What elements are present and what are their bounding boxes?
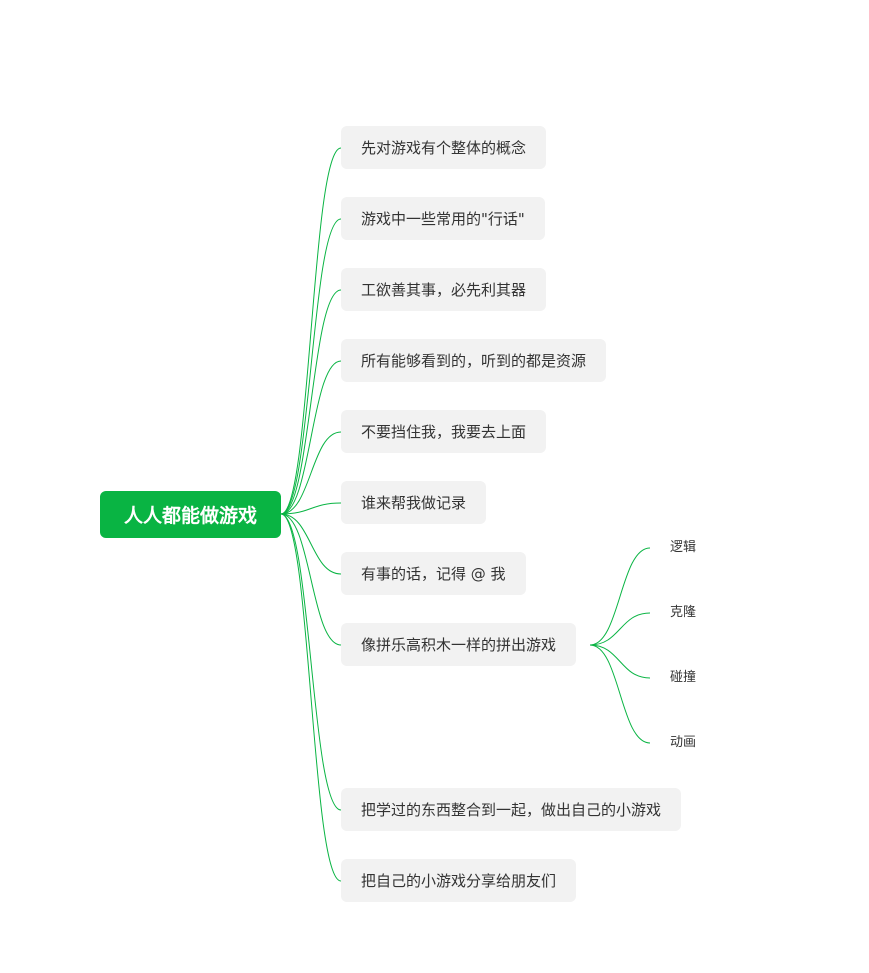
connector-branch-2 xyxy=(280,289,342,515)
connector-leaf-3 xyxy=(589,644,651,744)
branch-topic-variables[interactable]: 谁来帮我做记录 xyxy=(341,481,487,524)
connector-branch-8 xyxy=(280,513,342,811)
connector-branch-6 xyxy=(280,513,342,575)
branch-topic-build-game[interactable]: 把学过的东西整合到一起，做出自己的小游戏 xyxy=(341,788,682,831)
connector-branch-9 xyxy=(280,513,342,882)
leaf-topic-clone[interactable]: 克隆 xyxy=(670,605,697,620)
connector-branch-1 xyxy=(280,218,342,515)
connector-leaf-0 xyxy=(589,547,651,646)
connector-branch-0 xyxy=(280,147,342,515)
branch-topic-messages[interactable]: 有事的话，记得 @ 我 xyxy=(341,552,526,595)
connector-branch-3 xyxy=(280,360,342,515)
connector-branch-5 xyxy=(280,502,342,515)
leaf-topic-animation[interactable]: 动画 xyxy=(670,735,697,750)
branch-topic-layers[interactable]: 不要挡住我，我要去上面 xyxy=(341,410,547,453)
connector-branch-4 xyxy=(280,431,342,515)
connector-leaf-1 xyxy=(589,612,651,646)
branch-topic-share[interactable]: 把自己的小游戏分享给朋友们 xyxy=(341,859,577,902)
branch-topic-resources[interactable]: 所有能够看到的，听到的都是资源 xyxy=(341,339,607,382)
connector-leaf-2 xyxy=(589,644,651,679)
leaf-topic-collision[interactable]: 碰撞 xyxy=(670,670,697,685)
root-topic[interactable]: 人人都能做游戏 xyxy=(100,491,281,538)
branch-topic-tools[interactable]: 工欲善其事，必先利其器 xyxy=(341,268,547,311)
branch-topic-jargon[interactable]: 游戏中一些常用的"行话" xyxy=(341,197,545,240)
branch-topic-overview[interactable]: 先对游戏有个整体的概念 xyxy=(341,126,547,169)
branch-topic-blocks[interactable]: 像拼乐高积木一样的拼出游戏 xyxy=(341,623,577,666)
leaf-topic-logic[interactable]: 逻辑 xyxy=(670,540,697,555)
connector-branch-7 xyxy=(280,513,342,646)
